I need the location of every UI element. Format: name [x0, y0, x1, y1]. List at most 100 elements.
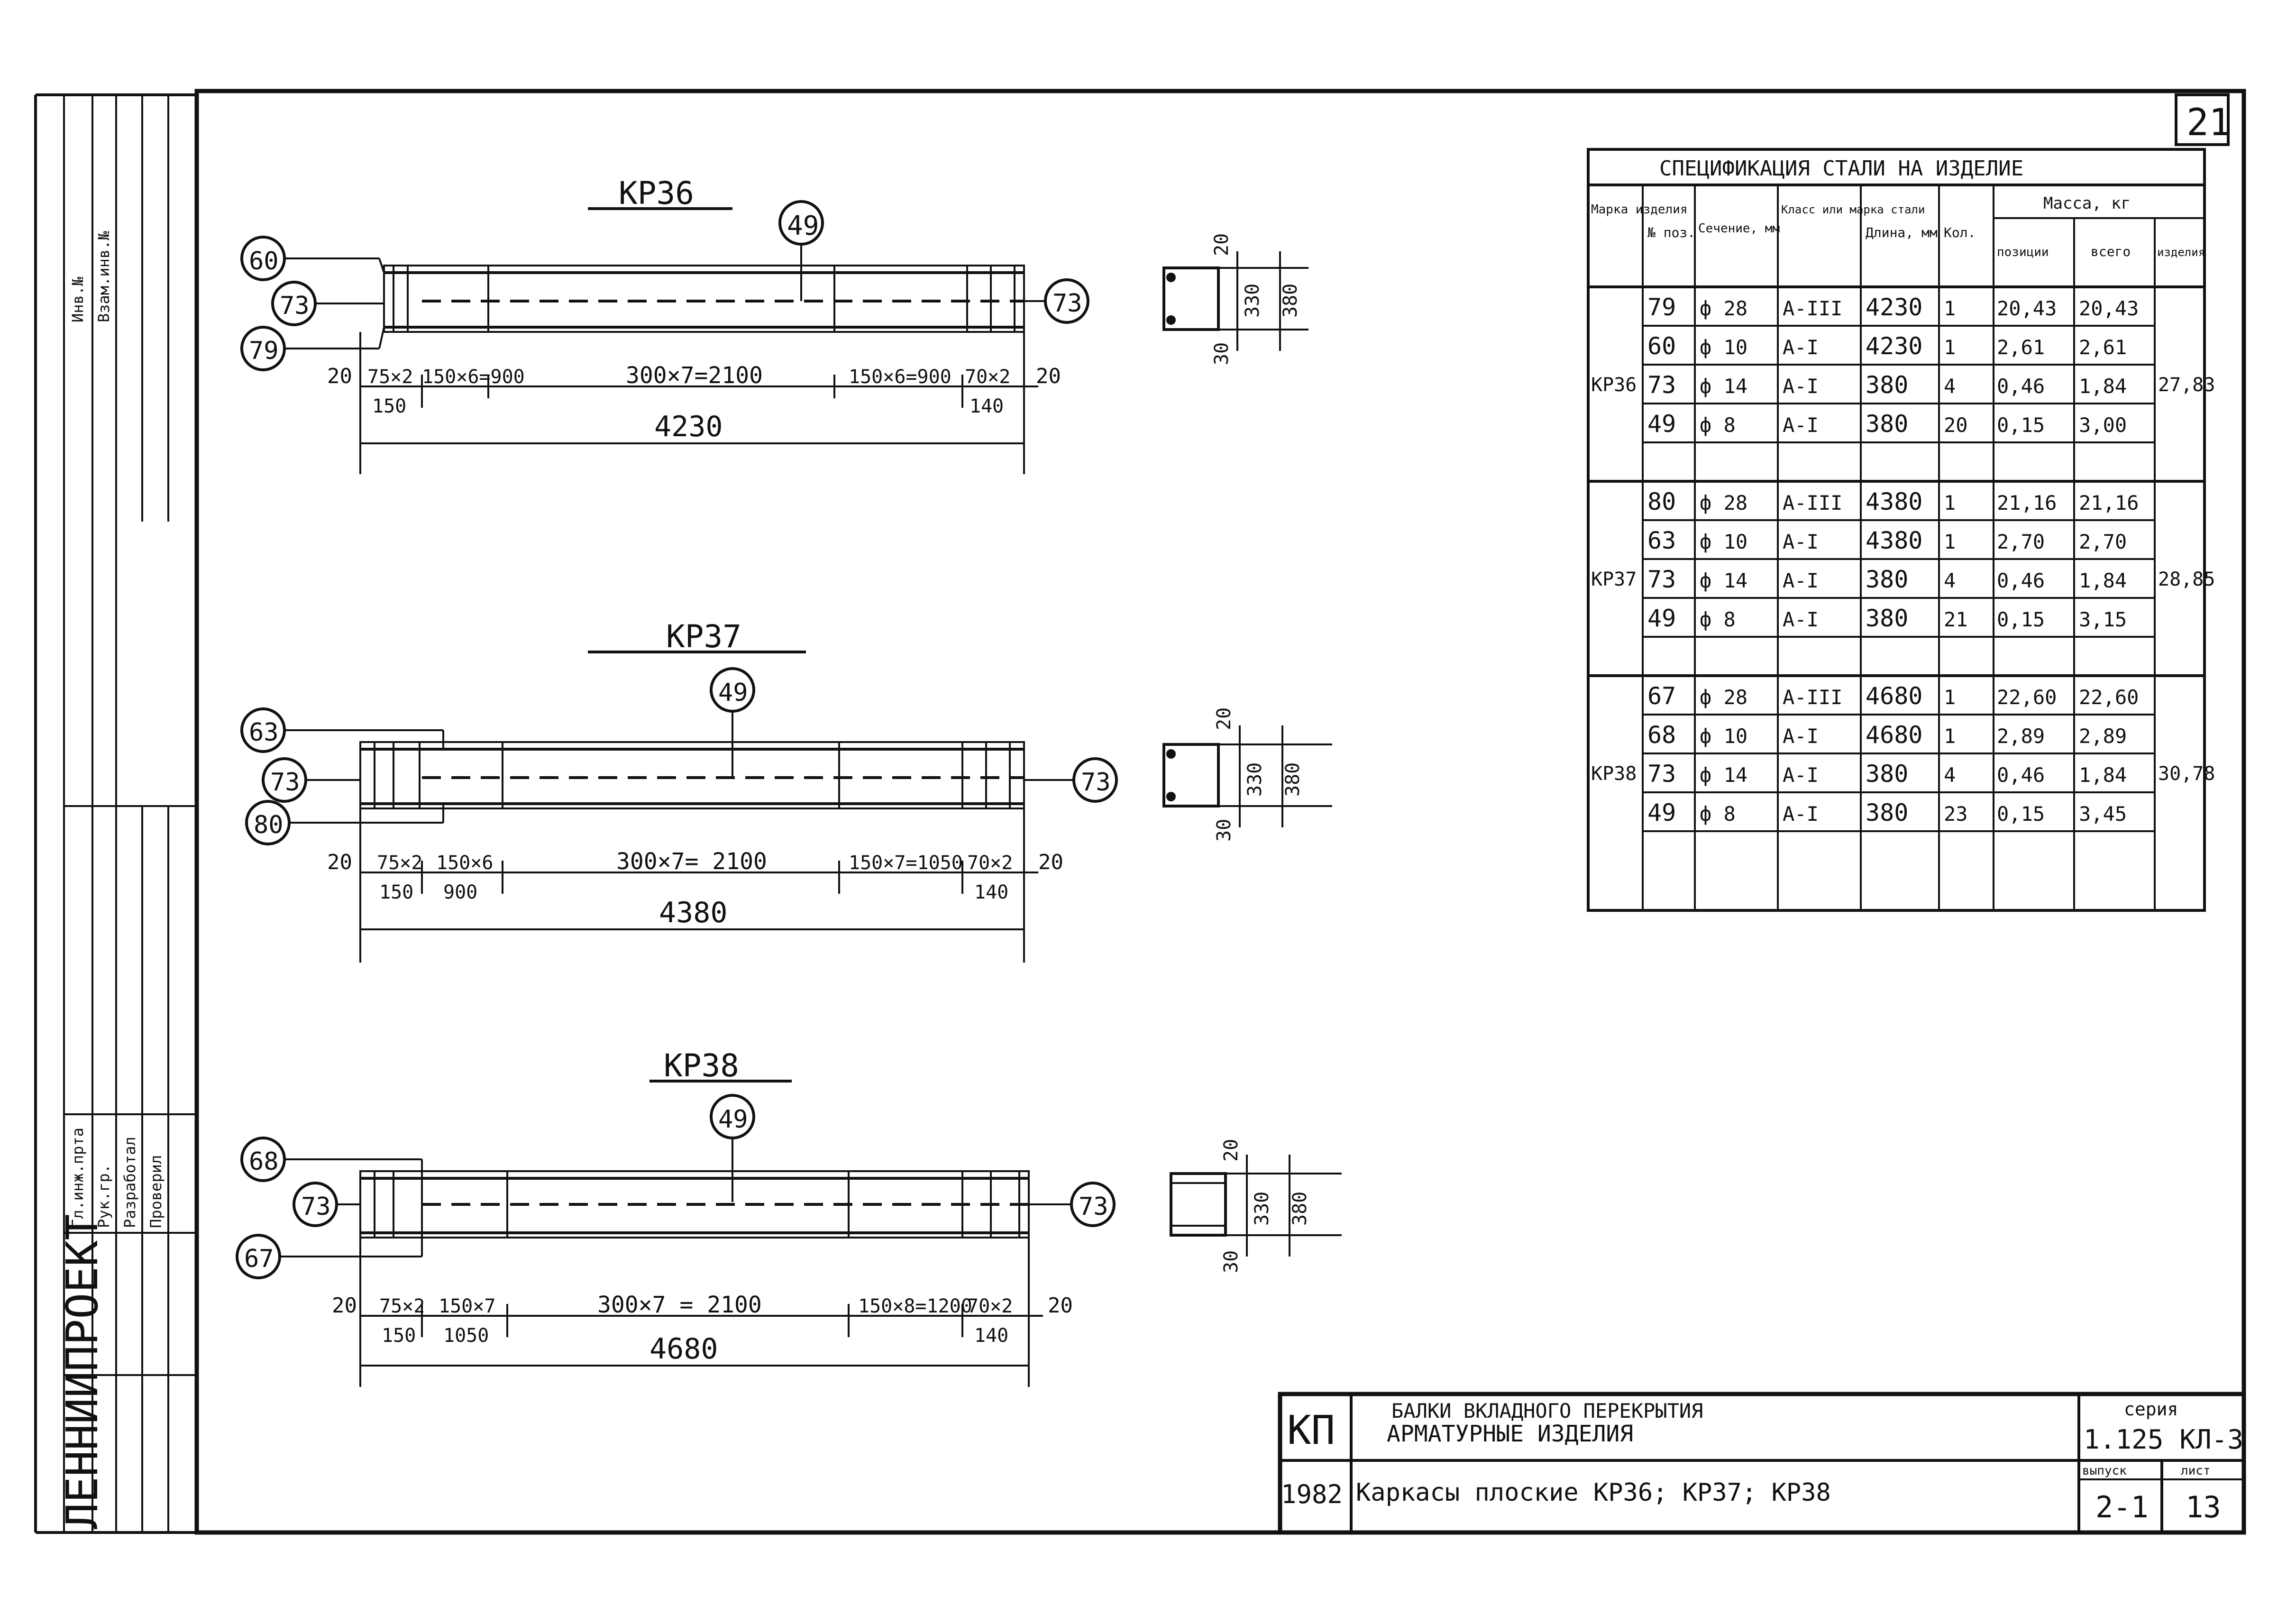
header-mass: Масса, кг [2043, 194, 2131, 213]
dim-label: 20 [327, 850, 352, 874]
spec-cell: 380 [1866, 566, 1908, 593]
issue-label: выпуск [2082, 1464, 2127, 1478]
spec-cell: А-I [1783, 375, 1819, 398]
spec-cell: 1,84 [2079, 375, 2127, 398]
section-dim: 30 [1211, 342, 1233, 365]
spec-cell: 0,46 [1997, 763, 2045, 787]
spec-cell: 1,84 [2079, 569, 2127, 592]
dim-label: 140 [970, 395, 1004, 417]
spec-group-mark: КР37 [1591, 569, 1637, 590]
spec-cell: 4680 [1866, 721, 1922, 749]
stamp-subtitle: Каркасы плоские КР36; КР37; КР38 [1356, 1478, 1831, 1507]
dim-label: 150 [379, 881, 413, 903]
drawing-kp38: КР38 49 68 73 67 73 [236, 1047, 1342, 1387]
dim-label: 150×6 [436, 852, 493, 874]
sheet-frame [194, 89, 2246, 1535]
spec-cell: 1 [1944, 297, 1956, 320]
section-dim: 20 [1220, 1139, 1242, 1162]
spec-cell: 68 [1647, 721, 1676, 749]
series-code: 1.125 КЛ-3 [2084, 1424, 2243, 1455]
spec-cell: 4380 [1866, 488, 1922, 515]
dim-label: 70×2 [967, 852, 1013, 874]
dim-label: 900 [443, 881, 477, 903]
spec-cell: 80 [1647, 488, 1676, 515]
spec-cell: ф 28 [1700, 297, 1747, 320]
position-label: 73 [270, 768, 300, 797]
dim-label: 300×7 = 2100 [597, 1292, 762, 1318]
spec-cell: 4 [1944, 569, 1956, 592]
dim-label: 75×2 [377, 852, 422, 874]
header-mass-pos: позиции [1997, 245, 2049, 259]
spec-cell: 380 [1866, 605, 1908, 632]
spec-cell: 380 [1866, 760, 1908, 788]
section-dim: 330 [1242, 284, 1263, 318]
cross-section [1162, 743, 1220, 807]
section-dim: 30 [1220, 1250, 1242, 1273]
spec-cell: 380 [1866, 371, 1908, 399]
spec-cell: 20,43 [1997, 297, 2057, 320]
spec-cell: 1 [1944, 491, 1956, 514]
position-label: 79 [249, 337, 279, 365]
position-label: 60 [249, 247, 279, 275]
spec-cell: 21,16 [2079, 491, 2139, 514]
dim-label: 20 [1048, 1294, 1073, 1318]
dim-label: 20 [1036, 364, 1061, 388]
cage-outline [359, 741, 1025, 809]
stamp-year: 1982 [1281, 1479, 1343, 1509]
spec-cell: 0,15 [1997, 608, 2045, 631]
spec-cell: 3,00 [2079, 413, 2127, 437]
series-label: серия [2124, 1399, 2178, 1420]
position-marker [1070, 1182, 1116, 1227]
dim-label: 150×6=900 [849, 366, 951, 388]
spec-cell: ф 10 [1700, 725, 1747, 748]
spec-cell: 0,46 [1997, 569, 2045, 592]
dim-label: 300×7=2100 [626, 362, 763, 389]
dim-label: 150 [382, 1325, 416, 1347]
dim-label: 150 [372, 395, 406, 417]
dim-label: 70×2 [967, 1295, 1013, 1317]
header-pos: № поз. [1647, 225, 1695, 240]
spec-cell: 1 [1944, 336, 1956, 359]
dim-label: 150×7=1050 [849, 852, 963, 874]
spec-cell: 0,15 [1997, 413, 2045, 437]
section-dim: 380 [1280, 284, 1301, 318]
spec-cell: ф 28 [1700, 686, 1747, 709]
drawing-title: КР36 [619, 175, 694, 211]
spec-cell: А-I [1783, 763, 1819, 787]
section-dim: 20 [1213, 707, 1235, 730]
spec-cell: 4 [1944, 375, 1956, 398]
position-label: 73 [301, 1193, 331, 1221]
spec-cell: 2,89 [1997, 725, 2045, 748]
spec-cell: 21 [1944, 608, 1968, 631]
spec-cell: ф 14 [1700, 763, 1747, 787]
spec-cell: 2,61 [2079, 336, 2127, 359]
spec-cell: ф 8 [1700, 608, 1736, 631]
spec-cell: 1,84 [2079, 763, 2127, 787]
position-label: 49 [718, 679, 748, 707]
spec-cell: ф 10 [1700, 530, 1747, 553]
position-label: 73 [1079, 1193, 1108, 1221]
strip-chief-engineer: Гл.инж.прта [69, 1128, 87, 1228]
spec-cell: 4230 [1866, 294, 1922, 321]
dim-label: 75×2 [379, 1295, 425, 1317]
spec-cell: 2,70 [2079, 530, 2127, 553]
section-dim: 380 [1282, 762, 1304, 797]
spec-table: СПЕЦИФИКАЦИЯ СТАЛИ НА ИЗДЕЛИЕ Марка изде… [1587, 148, 2215, 912]
sheet-number: 13 [2186, 1490, 2221, 1524]
position-label: 73 [1081, 768, 1111, 797]
strip-developer: Разработал [121, 1137, 139, 1228]
dim-label: 75×2 [367, 366, 413, 388]
section-dim: 380 [1289, 1192, 1311, 1226]
spec-cell: 73 [1647, 760, 1676, 788]
drawing-title: КР37 [666, 618, 741, 655]
spec-cell: 20,43 [2079, 297, 2139, 320]
spec-cell: 60 [1647, 332, 1676, 360]
